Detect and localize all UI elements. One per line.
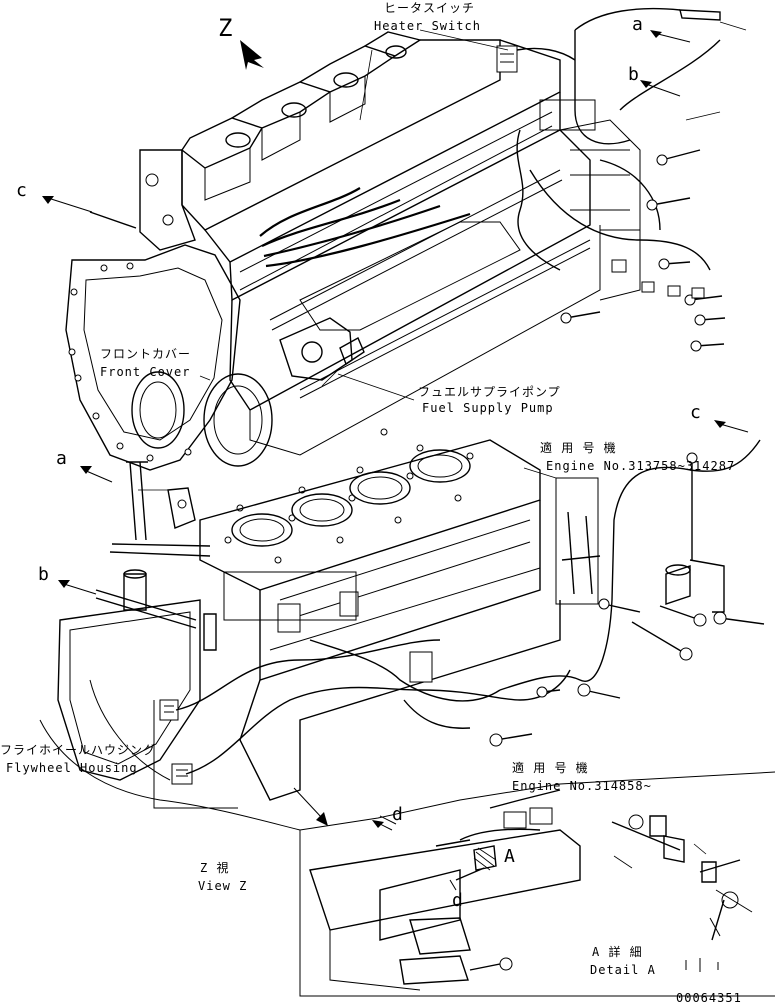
applicable-engine-2-en: Engine No.314858~ <box>512 779 652 793</box>
callouts: Z ヒータスイッチ Heater Switch a b c フロントカバー Fr… <box>0 1 749 1005</box>
front-cover-en: Front Cover <box>100 365 190 379</box>
upper-engine-assembly <box>65 7 726 471</box>
connector-c-right: c <box>690 402 701 423</box>
detail-a-en: Detail A <box>590 963 656 977</box>
connector-b-top: b <box>628 64 639 85</box>
detail-a-marker: A <box>504 846 515 867</box>
detail-a-jp: A 詳 細 <box>592 944 643 959</box>
heater-switch-en: Heater Switch <box>374 19 481 33</box>
heater-switch-jp: ヒータスイッチ <box>384 1 475 15</box>
deck-bolt-holes <box>224 428 474 564</box>
applicable-engine-1-jp: 適 用 号 機 <box>540 440 617 455</box>
applicable-engine-1-en: Engine No.313758~314287 <box>546 459 735 473</box>
detail-a <box>611 814 753 972</box>
view-z-marker: Z <box>218 14 232 42</box>
connector-a-left: a <box>56 448 67 469</box>
view-z-inset <box>299 771 775 997</box>
front-cover-bolts <box>68 262 192 462</box>
connector-d-inset-2: d <box>452 890 463 911</box>
flywheel-housing-en: Flywheel Housing <box>6 761 138 775</box>
connector-d-inset: d <box>392 804 403 825</box>
bolts-right-lower <box>489 452 765 747</box>
applicable-engine-2-jp: 適 用 号 機 <box>512 760 589 775</box>
bolts-right-upper <box>560 149 726 352</box>
fuel-pump-jp: フュエルサプライポンプ <box>418 385 561 399</box>
connector-a-top: a <box>632 14 643 35</box>
fuel-pump-en: Fuel Supply Pump <box>422 401 554 415</box>
lower-engine-block <box>39 428 765 831</box>
drawing-number: 00064351 <box>676 991 742 1005</box>
front-cover-jp: フロントカバー <box>100 347 191 361</box>
view-z-jp: Z 視 <box>200 860 229 875</box>
flywheel-housing-jp: フライホイールハウジング <box>0 743 156 757</box>
view-z-arrow <box>240 40 264 70</box>
view-z-en: View Z <box>198 879 247 893</box>
connector-b-left: b <box>38 564 49 585</box>
connector-c-left: c <box>16 180 27 201</box>
